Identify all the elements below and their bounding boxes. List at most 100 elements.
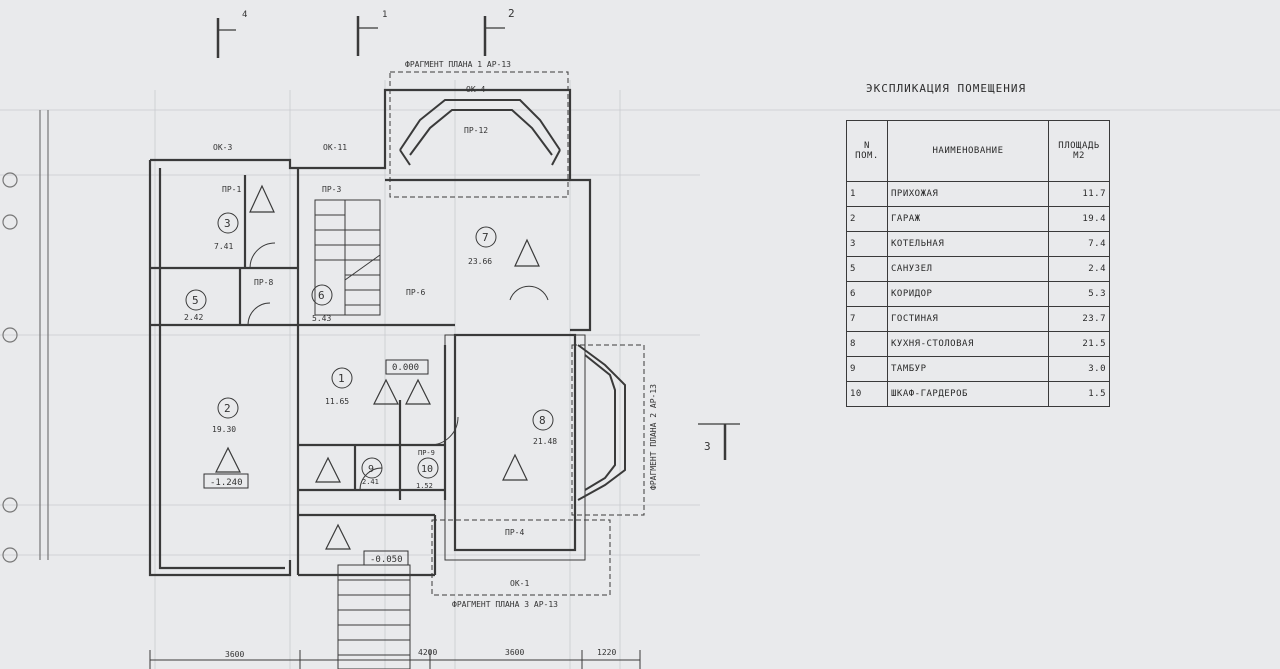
exterior-walls: [148, 88, 592, 577]
cell-area: 3.0: [1048, 356, 1110, 382]
room-10-num: 10: [421, 464, 433, 475]
cell-name: САНУЗЕЛ: [887, 256, 1049, 282]
door-swings: [247, 242, 549, 491]
room-markers: [185, 212, 554, 479]
legend-title: ЭКСПЛИКАЦИЯ ПОМЕЩЕНИЯ: [866, 82, 1027, 95]
fragment-top-label: ФРАГМЕНТ ПЛАНА 1 АР-13: [405, 60, 511, 69]
axis-label-4: 4: [242, 10, 247, 20]
room-5-num: 5: [192, 294, 199, 307]
fragment-bottom-label: ФРАГМЕНТ ПЛАНА 3 АР-13: [452, 600, 558, 609]
staircase-entrance: [337, 564, 411, 669]
cell-area: 23.7: [1048, 306, 1110, 332]
cell-number: 9: [846, 356, 888, 382]
cell-area: 5.3: [1048, 281, 1110, 307]
room-3-num: 3: [224, 217, 231, 230]
dim-3: 3600: [505, 648, 524, 657]
header-number: N ПОМ.: [846, 120, 888, 182]
bay-window-top: [399, 99, 561, 166]
cell-area: 7.4: [1048, 231, 1110, 257]
opening-pr8: ПР-8: [254, 278, 273, 287]
cell-number: 6: [846, 281, 888, 307]
opening-pr1: ПР-1: [222, 185, 241, 194]
finish-triangles: [215, 184, 540, 550]
dim-1: 3600: [225, 650, 244, 659]
cell-name: ТАМБУР: [887, 356, 1049, 382]
level-garage: -1.240: [210, 478, 243, 488]
section-mark-1: [356, 16, 378, 56]
room-1-num: 1: [338, 372, 345, 385]
cell-name: ГАРАЖ: [887, 206, 1049, 232]
level-boxes: [203, 359, 429, 566]
cell-area: 2.4: [1048, 256, 1110, 282]
header-name: НАИМЕНОВАНИЕ: [887, 120, 1049, 182]
dim-4: 1220: [597, 648, 616, 657]
section-label-3: 3: [704, 440, 711, 453]
room-8-area: 21.48: [533, 437, 557, 446]
room-9-num: 9: [368, 464, 374, 475]
opening-ok1: ОК-1: [510, 579, 529, 588]
dimension-line-bottom: [149, 650, 641, 669]
cell-number: 1: [846, 181, 888, 207]
cell-number: 8: [846, 331, 888, 357]
opening-ok11: ОК-11: [323, 143, 347, 152]
room-2-area: 19.30: [212, 425, 236, 434]
room-10-area: 1.52: [416, 482, 433, 490]
dim-2: 4200: [418, 648, 437, 657]
fragment-right-label: ФРАГМЕНТ ПЛАНА 2 АР-13: [649, 384, 658, 490]
section-mark-3: [698, 423, 740, 460]
axis-bubbles-left: [2, 110, 49, 563]
cell-number: 3: [846, 231, 888, 257]
room-9-area: 2.41: [362, 478, 379, 486]
room-7-area: 23.66: [468, 257, 492, 266]
header-area: ПЛОЩАДЬ М2: [1048, 120, 1110, 182]
level-0: 0.000: [392, 363, 419, 373]
room-8-num: 8: [539, 414, 546, 427]
room-7-num: 7: [482, 231, 489, 244]
table-header-row: N ПОМ. НАИМЕНОВАНИЕ ПЛОЩАДЬ М2: [846, 120, 1110, 182]
room-6-num: 6: [318, 289, 325, 302]
opening-pr3: ПР-3: [322, 185, 341, 194]
opening-pr4: ПР-4: [505, 528, 524, 537]
staircase-interior: [314, 199, 381, 316]
room-6-area: 5.43: [312, 314, 331, 323]
cell-name: КОРИДОР: [887, 281, 1049, 307]
room-1-area: 11.65: [325, 397, 349, 406]
level-entrance: -0.050: [370, 555, 403, 565]
cell-number: 7: [846, 306, 888, 332]
cell-area: 11.7: [1048, 181, 1110, 207]
opening-pr9: ПР-9: [418, 449, 435, 457]
cell-name: ГОСТИНАЯ: [887, 306, 1049, 332]
opening-pr12: ПР-12: [464, 126, 488, 135]
cell-name: ШКАФ-ГАРДЕРОБ: [887, 381, 1049, 407]
cell-number: 2: [846, 206, 888, 232]
opening-ok4: ОК-4: [466, 85, 485, 94]
cell-name: ПРИХОЖАЯ: [887, 181, 1049, 207]
cell-name: КОТЕЛЬНАЯ: [887, 231, 1049, 257]
cell-area: 21.5: [1048, 331, 1110, 357]
opening-ok3: ОК-3: [213, 143, 232, 152]
axis-label-1: 1: [382, 10, 387, 20]
section-mark-2: [483, 16, 505, 56]
axis-label-2: 2: [508, 7, 515, 20]
room-5-area: 2.42: [184, 313, 203, 322]
cell-name: КУХНЯ-СТОЛОВАЯ: [887, 331, 1049, 357]
bay-window-right: [577, 344, 626, 501]
room-2-num: 2: [224, 402, 231, 415]
cell-area: 19.4: [1048, 206, 1110, 232]
section-mark-4: [216, 18, 236, 58]
fragment-frames: [389, 71, 645, 596]
cell-area: 1.5: [1048, 381, 1110, 407]
cell-number: 10: [846, 381, 888, 407]
opening-pr6: ПР-6: [406, 288, 425, 297]
room-3-area: 7.41: [214, 242, 233, 251]
